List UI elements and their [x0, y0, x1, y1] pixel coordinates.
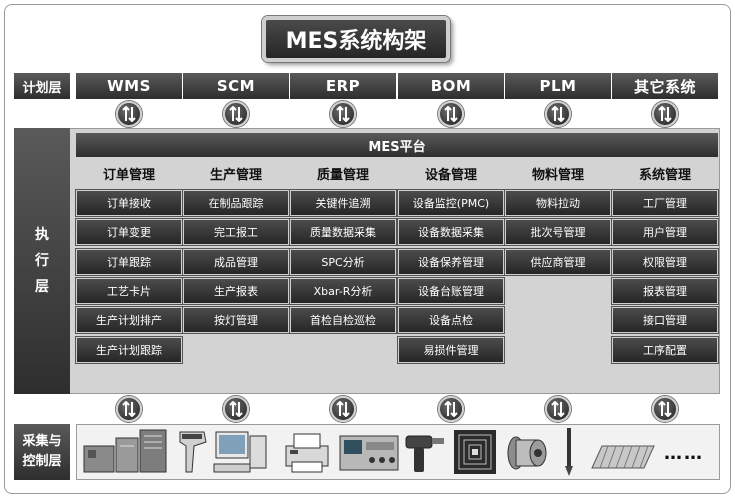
module-function-box: 工序配置: [612, 336, 718, 363]
plan-system-other: 其它系统: [612, 73, 718, 99]
plan-system-wms: WMS: [76, 73, 182, 99]
plan-system-bom: BOM: [398, 73, 504, 99]
execution-layer-label: 执 行 层: [14, 128, 70, 394]
module-function-box: 关键件追溯: [290, 190, 396, 216]
module-heading: 系统管理: [638, 168, 691, 183]
module-function-box: 生产报表: [183, 277, 289, 304]
module-function-box: 订单变更: [76, 219, 182, 246]
module-function-box: 用户管理: [612, 219, 718, 246]
exec-label-char: 行: [35, 253, 49, 269]
collect-label-line: 采集与: [22, 434, 62, 449]
torque-sensor-icon: [507, 436, 547, 470]
module-function-box: 权限管理: [612, 248, 718, 275]
exec-collect-bidirectional-arrow-icon: [545, 396, 571, 422]
instrument-box-icon: [339, 435, 399, 471]
exec-label-char: 层: [35, 279, 49, 295]
module-function-box: 按灯管理: [183, 307, 289, 334]
module-heading: 质量管理: [316, 168, 369, 183]
plan-exec-bidirectional-arrow-icon: [652, 101, 678, 127]
exec-label-char: 执: [35, 227, 49, 243]
plan-exec-bidirectional-arrow-icon: [545, 101, 571, 127]
module-function-box: Xbar-R分析: [290, 277, 396, 304]
module-function-box: 质量数据采集: [290, 219, 396, 246]
module-function-box: 设备点检: [398, 307, 504, 334]
module-function-box: 设备保养管理: [398, 248, 504, 275]
plan-exec-bidirectional-arrow-icon: [330, 101, 356, 127]
module-function-box: 完工报工: [183, 219, 289, 246]
plan-system-plm: PLM: [505, 73, 611, 99]
module-function-box: 订单跟踪: [76, 248, 182, 275]
diagram-title: MES系统构架: [262, 16, 450, 62]
module-function-box: 供应商管理: [505, 248, 611, 275]
module-function-box: 设备台账管理: [398, 277, 504, 304]
more-devices-ellipsis: ……: [664, 443, 704, 464]
plc-rack-icon: [83, 429, 167, 473]
collect-label-line: 控制层: [22, 454, 62, 469]
module-function-box: 报表管理: [612, 277, 718, 304]
sensor-probe-icon: [565, 428, 573, 476]
module-function-box: 易损件管理: [398, 336, 504, 363]
module-function-box: 批次号管理: [505, 219, 611, 246]
exec-collect-bidirectional-arrow-icon: [116, 396, 142, 422]
exec-collect-bidirectional-arrow-icon: [652, 396, 678, 422]
rfid-tag-icon: [454, 430, 496, 474]
computer-icon: [213, 431, 267, 473]
printer-icon: [285, 433, 329, 473]
module-heading: 生产管理: [209, 168, 262, 183]
plan-system-scm: SCM: [183, 73, 289, 99]
collect-layer-label: 采集与 控制层: [14, 424, 70, 480]
module-function-box: 设备数据采集: [398, 219, 504, 246]
module-heading: 物料管理: [531, 168, 584, 183]
module-function-box: 工艺卡片: [76, 277, 182, 304]
module-function-box: 接口管理: [612, 307, 718, 334]
module-function-box: 订单接收: [76, 190, 182, 216]
module-function-box: 设备监控(PMC): [398, 190, 504, 216]
exec-collect-bidirectional-arrow-icon: [330, 396, 356, 422]
module-function-box: SPC分析: [290, 248, 396, 275]
module-heading: 订单管理: [102, 168, 155, 183]
mes-platform-bar: MES平台: [76, 133, 718, 157]
module-function-box: 物料拉动: [505, 190, 611, 216]
module-function-box: 成品管理: [183, 248, 289, 275]
module-function-box: 生产计划排产: [76, 307, 182, 334]
module-function-box: 在制品跟踪: [183, 190, 289, 216]
plan-system-erp: ERP: [290, 73, 396, 99]
plan-exec-bidirectional-arrow-icon: [438, 101, 464, 127]
plan-exec-bidirectional-arrow-icon: [116, 101, 142, 127]
terminal-blocks-icon: [591, 445, 655, 469]
plan-exec-bidirectional-arrow-icon: [223, 101, 249, 127]
barcode-scanner-icon: [179, 431, 207, 473]
plan-layer-label: 计划层: [14, 73, 70, 99]
exec-collect-bidirectional-arrow-icon: [223, 396, 249, 422]
module-function-box: 首检自检巡检: [290, 307, 396, 334]
module-function-box: 工厂管理: [612, 190, 718, 216]
exec-collect-bidirectional-arrow-icon: [438, 396, 464, 422]
module-heading: 设备管理: [424, 168, 477, 183]
module-function-box: 生产计划跟踪: [76, 336, 182, 363]
torque-wrench-icon: [405, 435, 444, 472]
